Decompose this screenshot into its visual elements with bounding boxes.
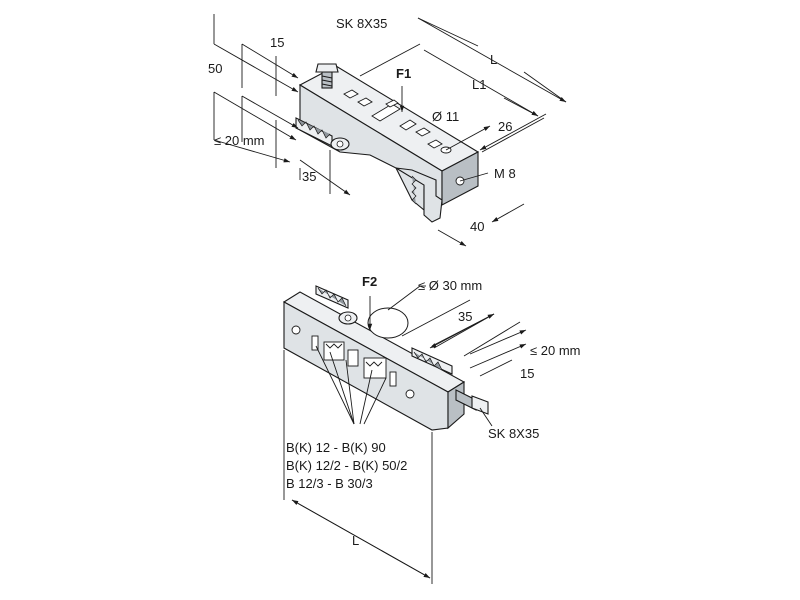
bottom-dimensions xyxy=(283,285,527,584)
bottom-dim-pipe: ≤ Ø 30 mm xyxy=(418,278,482,293)
bottom-type-1: B(K) 12 - B(K) 90 xyxy=(286,440,386,455)
pipe-outline xyxy=(367,307,409,339)
top-force-label: F1 xyxy=(396,66,411,81)
bottom-type-2: B(K) 12/2 - B(K) 50/2 xyxy=(286,458,407,473)
top-clamp-drawing xyxy=(295,63,480,223)
top-screw xyxy=(315,63,339,89)
top-dim-50: 50 xyxy=(208,61,222,76)
top-dim-26: 26 xyxy=(498,119,512,134)
top-dimensions xyxy=(213,14,567,247)
bottom-slots xyxy=(311,335,397,387)
top-dim-40: 40 xyxy=(470,219,484,234)
clip-hole xyxy=(336,140,344,148)
left-plate-teeth xyxy=(297,119,331,139)
top-dim-L: L xyxy=(490,52,497,67)
bottom-type-3: B 12/3 - B 30/3 xyxy=(286,476,373,491)
top-dim-le20: ≤ 20 mm xyxy=(214,133,264,148)
bottom-dim-le20: ≤ 20 mm xyxy=(530,343,580,358)
top-dim-15: 15 xyxy=(270,35,284,50)
bottom-screw-label: SK 8X35 xyxy=(488,426,539,441)
top-screw-label: SK 8X35 xyxy=(336,16,387,31)
top-slots xyxy=(343,89,443,149)
jaw-teeth xyxy=(411,175,417,205)
bottom-force-label: F2 xyxy=(362,274,377,289)
bottom-clip-hole xyxy=(344,314,352,322)
top-dim-hole: Ø 11 xyxy=(432,109,459,124)
top-dim-35: 35 xyxy=(302,169,316,184)
bottom-clamp-drawing xyxy=(282,285,489,431)
bottom-left-teeth xyxy=(317,287,347,307)
bottom-right-teeth xyxy=(413,351,443,371)
bottom-dim-L: L xyxy=(352,533,359,548)
top-clamp-jaw xyxy=(395,167,443,223)
top-dim-thread: M 8 xyxy=(494,166,516,181)
bottom-dim-35: 35 xyxy=(458,309,472,324)
bottom-right-hole xyxy=(405,389,415,399)
bottom-dim-15: 15 xyxy=(520,366,534,381)
top-dim-L1: L1 xyxy=(472,77,486,92)
bottom-screw xyxy=(455,389,489,415)
bottom-left-hole xyxy=(291,325,301,335)
